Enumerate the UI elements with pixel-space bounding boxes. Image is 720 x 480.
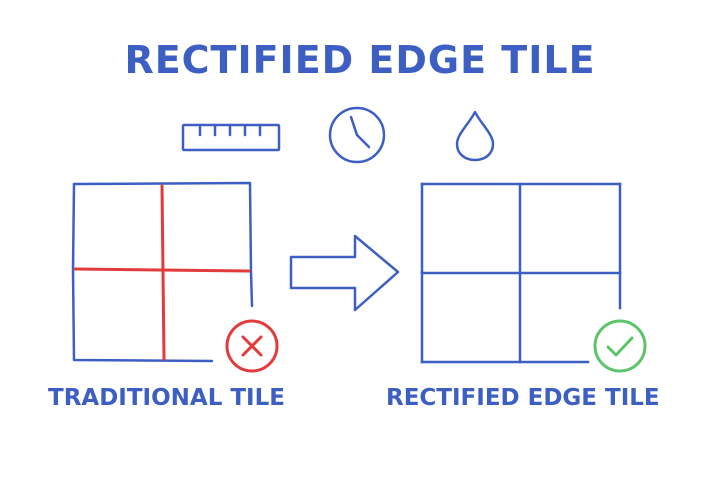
vertical-grout-line — [160, 184, 166, 361]
clock-icon — [328, 106, 386, 164]
traditional-tile-grid — [71, 181, 254, 363]
rectified-tile-caption: RECTIFIED EDGE TILE — [386, 385, 660, 411]
horizontal-grout-line — [73, 267, 251, 273]
traditional-tile-caption: TRADITIONAL TILE — [48, 385, 285, 411]
rectified-tile-grid — [420, 182, 622, 364]
ruler-icon — [181, 123, 281, 152]
arrow-right-icon — [289, 234, 400, 312]
check-circle-icon — [593, 319, 647, 373]
water-drop-icon — [455, 110, 495, 162]
diagram-title: RECTIFIED EDGE TILE — [124, 38, 596, 82]
cross-circle-icon — [225, 319, 279, 373]
